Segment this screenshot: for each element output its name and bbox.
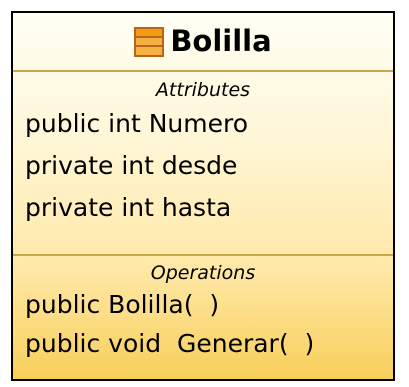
class-header: Bolilla: [13, 13, 393, 72]
attributes-title: Attributes: [155, 79, 251, 101]
attributes-section: Attributes public int Numero private int…: [13, 72, 393, 256]
attribute-item[interactable]: private int hasta: [25, 192, 232, 222]
operations-section: Operations public Bolilla( ) public void…: [13, 256, 393, 379]
operation-item[interactable]: public Bolilla( ): [25, 290, 220, 319]
operation-list: public Bolilla( ) public void Generar( ): [13, 285, 393, 363]
operation-item[interactable]: public void Generar( ): [25, 329, 315, 358]
uml-class-box[interactable]: Bolilla Attributes public int Numero pri…: [11, 11, 395, 381]
attribute-item[interactable]: public int Numero: [25, 108, 249, 138]
attribute-list: public int Numero private int desde priv…: [13, 102, 393, 228]
class-name: Bolilla: [170, 24, 272, 58]
attribute-item[interactable]: private int desde: [25, 150, 238, 180]
class-icon: [134, 26, 165, 57]
operations-title: Operations: [150, 262, 256, 284]
